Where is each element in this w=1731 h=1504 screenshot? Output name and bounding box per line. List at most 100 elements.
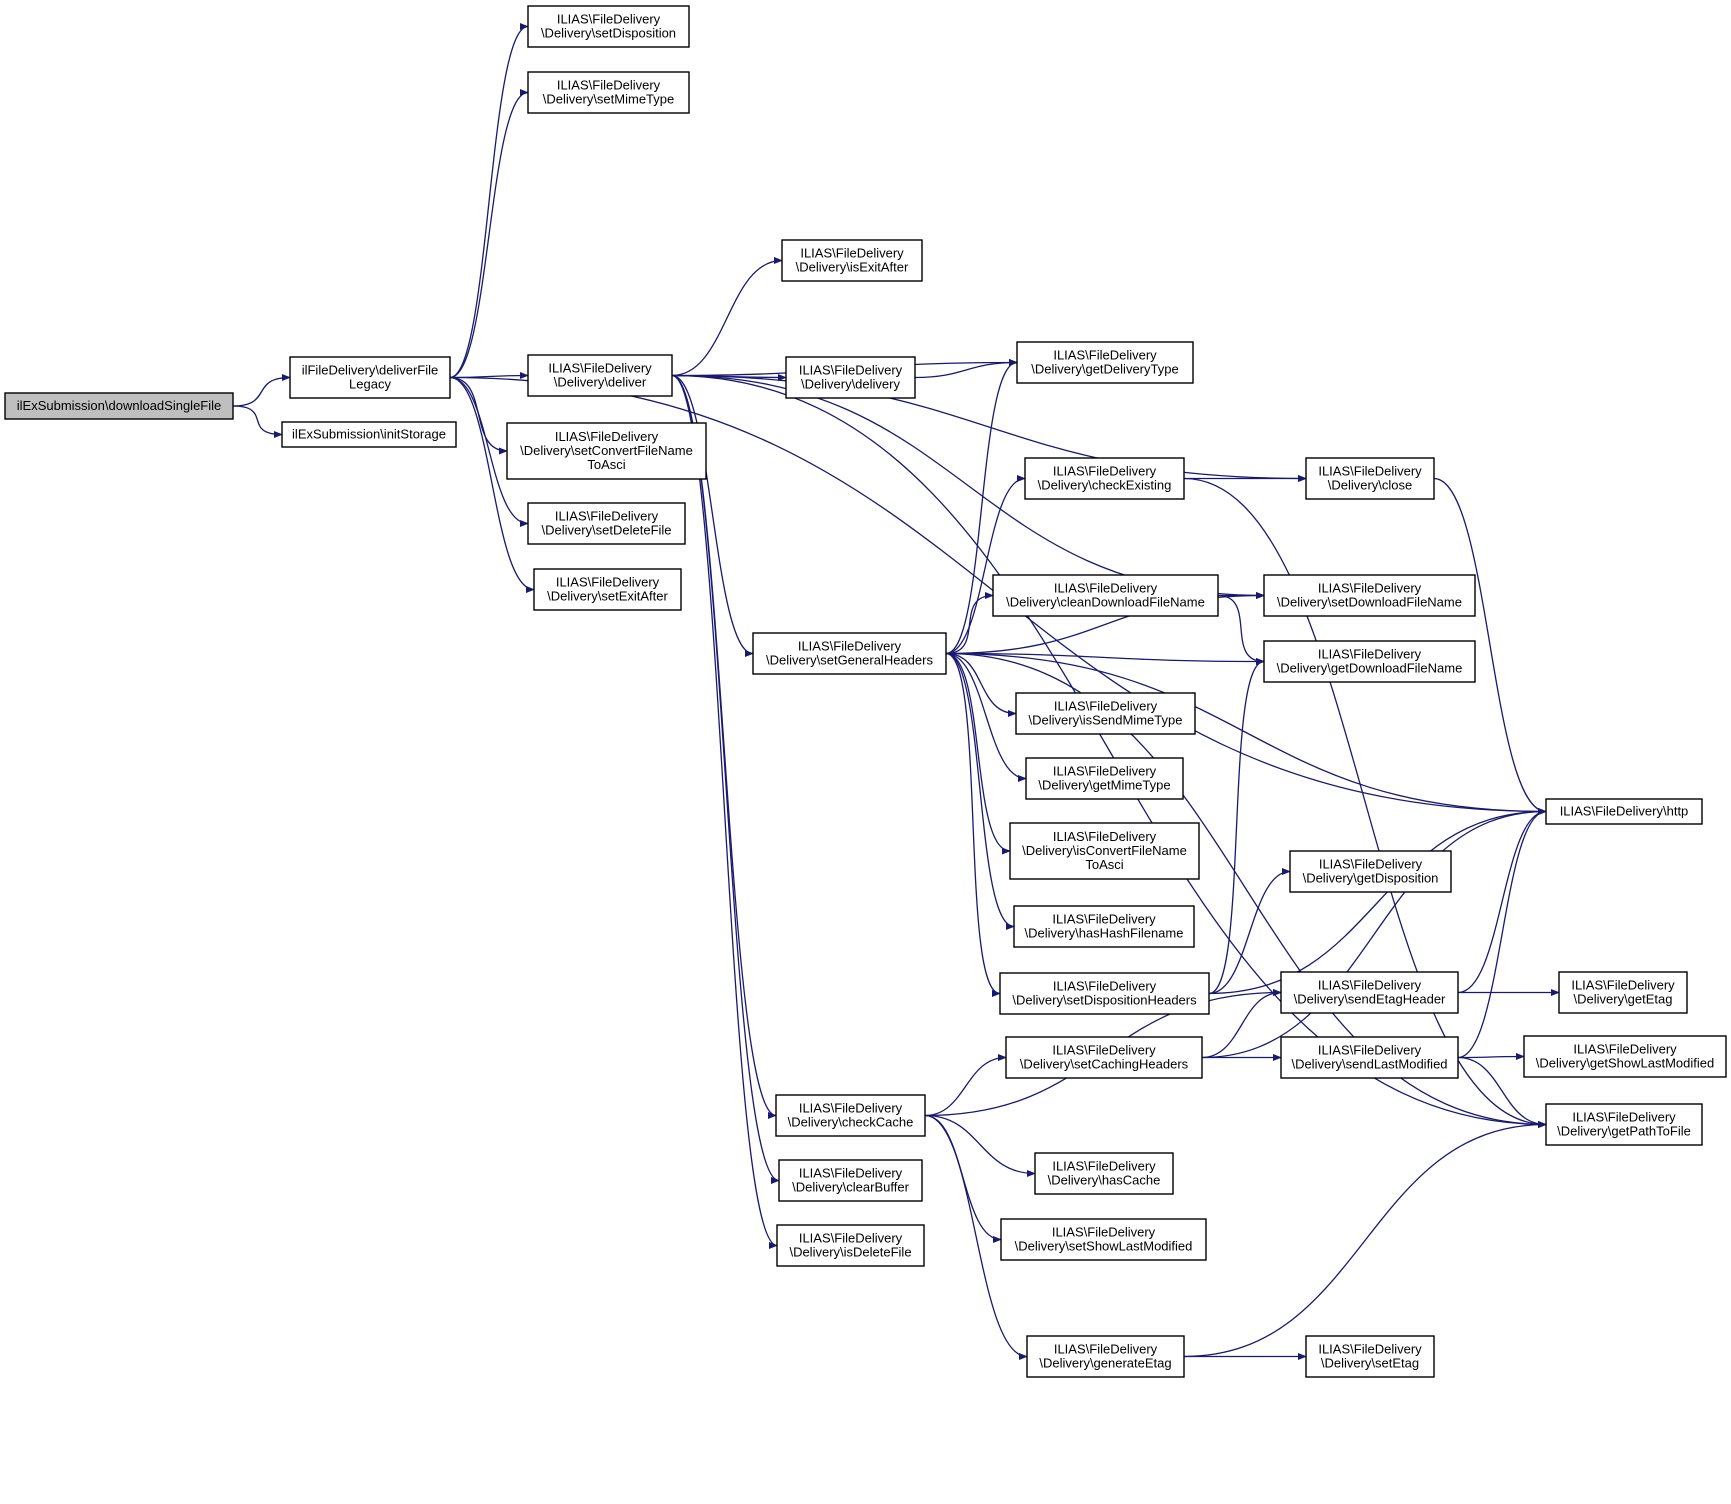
node-box: [289, 356, 451, 399]
node-box: [1013, 905, 1195, 948]
node-label: ILIAS\FileDelivery: [1052, 1043, 1156, 1058]
node-is-send-mime-type[interactable]: ILIAS\FileDelivery\Delivery\isSendMimeTy…: [1015, 692, 1196, 735]
node-label: ILIAS\FileDelivery: [799, 1166, 903, 1181]
node-set-delete-file[interactable]: ILIAS\FileDelivery\Delivery\setDeleteFil…: [527, 502, 686, 545]
node-label: ILIAS\FileDelivery: [548, 361, 652, 376]
node-box: [1305, 1335, 1435, 1378]
node-box: [1523, 1035, 1727, 1078]
node-box: [999, 972, 1210, 1015]
node-get-etag[interactable]: ILIAS\FileDelivery\Delivery\getEtag: [1558, 971, 1688, 1014]
node-get-disposition[interactable]: ILIAS\FileDelivery\Delivery\getDispositi…: [1289, 850, 1452, 893]
node-label: ILIAS\FileDelivery: [799, 363, 903, 378]
node-check-cache[interactable]: ILIAS\FileDelivery\Delivery\checkCache: [775, 1094, 926, 1137]
node-get-delivery-type[interactable]: ILIAS\FileDelivery\Delivery\getDeliveryT…: [1016, 341, 1194, 384]
node-clean-download-file-name[interactable]: ILIAS\FileDelivery\Delivery\cleanDownloa…: [992, 574, 1219, 617]
edge-deliver-file-legacy-to-set-mime-type: [449, 88, 529, 379]
node-label: \Delivery\setExitAfter: [547, 589, 668, 604]
node-label: \Delivery\sendLastModified: [1291, 1057, 1447, 1072]
edge-generate-etag-to-get-path-to-file: [1183, 1120, 1547, 1358]
node-label: ilExSubmission\downloadSingleFile: [17, 398, 222, 413]
node-box: [4, 392, 234, 420]
node-set-show-last-modified[interactable]: ILIAS\FileDelivery\Delivery\setShowLastM…: [1000, 1218, 1207, 1261]
node-label: ILIAS\FileDelivery: [1052, 1225, 1156, 1240]
node-label: ILIAS\FileDelivery: [1318, 647, 1422, 662]
node-set-disposition[interactable]: ILIAS\FileDelivery\Delivery\setDispositi…: [527, 5, 690, 48]
node-close[interactable]: ILIAS\FileDelivery\Delivery\close: [1305, 457, 1435, 500]
node-set-mime-type[interactable]: ILIAS\FileDelivery\Delivery\setMimeType: [527, 71, 690, 114]
node-label: \Delivery\setCachingHeaders: [1020, 1057, 1189, 1072]
node-set-exit-after[interactable]: ILIAS\FileDelivery\Delivery\setExitAfter: [533, 568, 682, 611]
node-label: ILIAS\FileDelivery: [1318, 1043, 1422, 1058]
edge-check-cache-to-has-cache: [924, 1114, 1036, 1178]
node-root[interactable]: ilExSubmission\downloadSingleFile: [4, 392, 234, 420]
edge-send-last-modified-to-get-show-last-modified: [1457, 1052, 1525, 1061]
node-has-hash-filename[interactable]: ILIAS\FileDelivery\Delivery\hasHashFilen…: [1013, 905, 1195, 948]
node-set-caching-headers[interactable]: ILIAS\FileDelivery\Delivery\setCachingHe…: [1005, 1036, 1203, 1079]
edges-layer: [232, 22, 1560, 1361]
node-set-general-headers[interactable]: ILIAS\FileDelivery\Delivery\setGeneralHe…: [752, 632, 947, 675]
node-get-mime-type[interactable]: ILIAS\FileDelivery\Delivery\getMimeType: [1025, 757, 1184, 800]
node-label: ILIAS\FileDelivery: [799, 1231, 903, 1246]
node-box: [1009, 822, 1200, 880]
node-label: \Delivery\getDisposition: [1303, 871, 1439, 886]
node-box: [1280, 971, 1459, 1014]
node-clear-buffer[interactable]: ILIAS\FileDelivery\Delivery\clearBuffer: [778, 1159, 923, 1202]
edge-set-general-headers-to-is-convert-file-name-to-asci: [945, 652, 1011, 855]
node-box: [1026, 1335, 1185, 1378]
node-get-path-to-file[interactable]: ILIAS\FileDelivery\Delivery\getPathToFil…: [1545, 1103, 1703, 1146]
node-init-storage[interactable]: ilExSubmission\initStorage: [281, 421, 457, 448]
node-get-download-file-name[interactable]: ILIAS\FileDelivery\Delivery\getDownloadF…: [1263, 640, 1476, 683]
node-box: [1263, 640, 1476, 683]
node-get-show-last-modified[interactable]: ILIAS\FileDelivery\Delivery\getShowLastM…: [1523, 1035, 1727, 1078]
node-label: ILIAS\FileDelivery: [555, 429, 659, 444]
node-set-disposition-headers[interactable]: ILIAS\FileDelivery\Delivery\setDispositi…: [999, 972, 1210, 1015]
edge-close-to-http: [1433, 477, 1547, 816]
node-label: ILIAS\FileDelivery: [1053, 764, 1157, 779]
node-set-download-file-name[interactable]: ILIAS\FileDelivery\Delivery\setDownloadF…: [1263, 574, 1476, 617]
node-set-etag[interactable]: ILIAS\FileDelivery\Delivery\setEtag: [1305, 1335, 1435, 1378]
node-delivery[interactable]: ILIAS\FileDelivery\Delivery\delivery: [785, 356, 916, 399]
node-check-existing[interactable]: ILIAS\FileDelivery\Delivery\checkExistin…: [1024, 457, 1185, 500]
edge-set-caching-headers-to-send-etag-header: [1201, 988, 1282, 1059]
node-box: [775, 1094, 926, 1137]
node-box: [1015, 692, 1196, 735]
node-box: [1025, 757, 1184, 800]
node-label: \Delivery\getEtag: [1574, 992, 1673, 1007]
node-box: [785, 356, 916, 399]
node-label: ILIAS\FileDelivery: [1318, 1342, 1422, 1357]
node-box: [778, 1159, 923, 1202]
node-send-etag-header[interactable]: ILIAS\FileDelivery\Delivery\sendEtagHead…: [1280, 971, 1459, 1014]
edge-set-general-headers-to-get-path-to-file: [945, 652, 1547, 1129]
node-label: \Delivery\setEtag: [1321, 1356, 1419, 1371]
node-send-last-modified[interactable]: ILIAS\FileDelivery\Delivery\sendLastModi…: [1280, 1036, 1459, 1079]
node-label: ILIAS\FileDelivery: [1318, 581, 1422, 596]
node-label: ILIAS\FileDelivery: [1573, 1042, 1677, 1057]
node-label: \Delivery\getDeliveryType: [1031, 362, 1178, 377]
node-has-cache[interactable]: ILIAS\FileDelivery\Delivery\hasCache: [1034, 1152, 1174, 1195]
node-label: ILIAS\FileDelivery: [555, 509, 659, 524]
node-label: \Delivery\getMimeType: [1038, 778, 1170, 793]
node-box: [527, 5, 690, 48]
node-label: \Delivery\generateEtag: [1039, 1356, 1171, 1371]
node-box: [281, 421, 457, 448]
node-box: [1263, 574, 1476, 617]
node-label: ILIAS\FileDelivery: [556, 575, 660, 590]
node-set-convert-file-name-to-asci[interactable]: ILIAS\FileDelivery\Delivery\setConvertFi…: [506, 422, 707, 480]
node-label: ILIAS\FileDelivery: [1054, 699, 1158, 714]
edge-set-disposition-headers-to-http: [1208, 807, 1547, 995]
node-label: \Delivery\clearBuffer: [792, 1180, 909, 1195]
edge-deliver-to-set-general-headers: [671, 374, 754, 658]
node-is-delete-file[interactable]: ILIAS\FileDelivery\Delivery\isDeleteFile: [776, 1224, 925, 1267]
node-label: \Delivery\isDeleteFile: [789, 1245, 911, 1260]
node-generate-etag[interactable]: ILIAS\FileDelivery\Delivery\generateEtag: [1026, 1335, 1185, 1378]
edge-deliver-to-check-cache: [671, 374, 777, 1119]
node-is-convert-file-name-to-asci[interactable]: ILIAS\FileDelivery\Delivery\isConvertFil…: [1009, 822, 1200, 880]
node-deliver[interactable]: ILIAS\FileDelivery\Delivery\deliver: [527, 354, 673, 397]
node-label: \Delivery\getDownloadFileName: [1277, 661, 1463, 676]
node-is-exit-after[interactable]: ILIAS\FileDelivery\Delivery\isExitAfter: [781, 239, 923, 282]
edge-deliver-to-clear-buffer: [671, 374, 780, 1184]
edge-set-disposition-headers-to-get-download-file-name: [1208, 657, 1265, 995]
node-label: ILIAS\FileDelivery: [1572, 1110, 1676, 1125]
node-http[interactable]: ILIAS\FileDelivery\http: [1545, 798, 1703, 825]
